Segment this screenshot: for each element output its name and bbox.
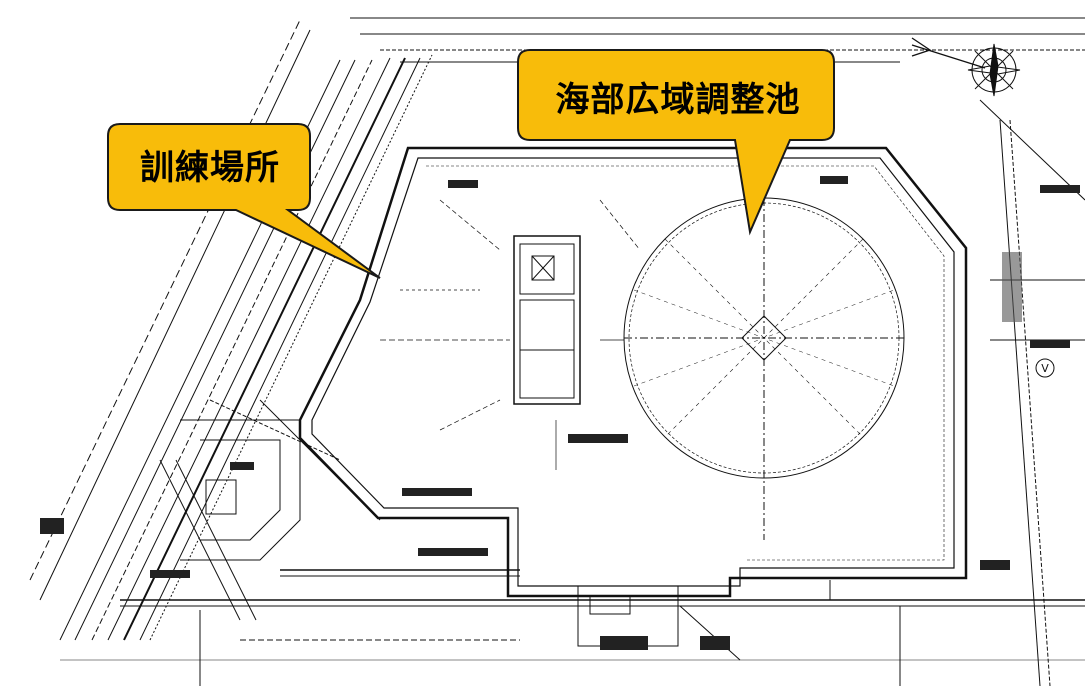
reservoir-callout-label: 海部広域調整池 — [555, 80, 801, 120]
circular-tank — [623, 197, 905, 540]
drawing-annotations — [40, 176, 1080, 650]
flow-arrows — [380, 199, 641, 470]
channel-structures — [159, 399, 381, 621]
compass-rose-icon — [967, 43, 1021, 97]
central-structure — [513, 235, 581, 405]
svg-text:V: V — [1041, 362, 1049, 375]
reservoir-wall — [298, 146, 968, 598]
access-road — [29, 19, 433, 641]
south-works — [60, 569, 1085, 686]
east-structures — [979, 99, 1085, 686]
callout-training-bubble — [107, 123, 381, 279]
section-marker-v: V — [1035, 358, 1055, 378]
north-arrow-icon — [911, 37, 986, 69]
callout-reservoir-bubble — [517, 49, 835, 236]
training-site-callout-label: 訓練場所 — [140, 148, 280, 188]
